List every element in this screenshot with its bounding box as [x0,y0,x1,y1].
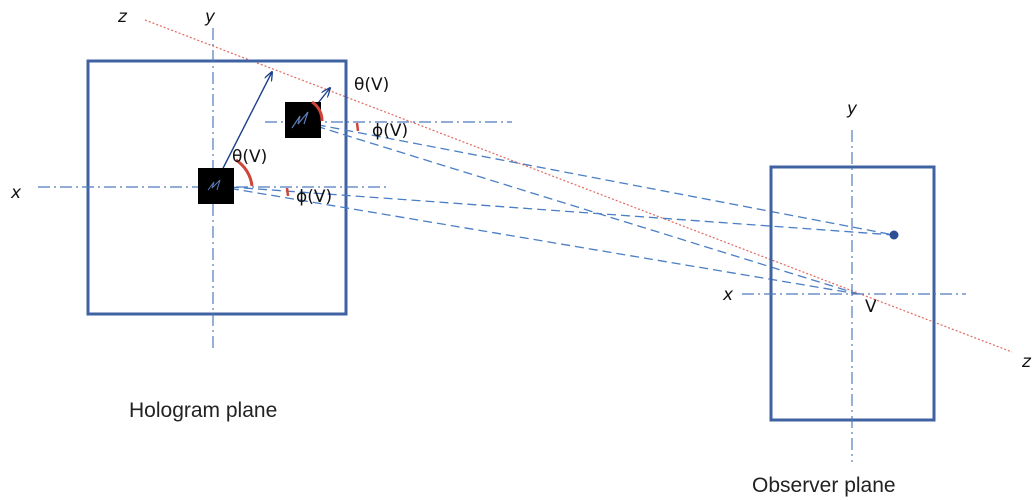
observer-x-axis-label: x [722,285,734,305]
viewpoint-v-label: V [865,297,877,317]
ray-main-pixel-to-point [215,185,895,236]
offset-pixel [285,102,321,138]
observer-plane: y x V z Observer plane [722,99,1032,497]
hologram-plane-caption: Hologram plane [129,399,277,422]
observer-plane-caption: Observer plane [752,474,896,497]
main-direction-vector [214,72,272,185]
phi-arc-offset [355,122,360,132]
theta-arc-offset [311,100,324,122]
target-point [889,230,899,240]
ray-offset-pixel-to-v [302,121,859,295]
z-axis-line [144,19,1013,353]
main-pixel [198,168,234,204]
theta-arc-main [235,158,254,187]
observer-y-axis-label: y [846,99,858,119]
hologram-z-axis-label: z [117,7,128,27]
observer-z-axis-label: z [1021,352,1032,372]
phi-label-offset: ϕ(V) [372,121,408,141]
hologram-plane: z y x θ(V) ϕ(V) θ(V) ϕ(V) Hologram plane [10,7,895,422]
hologram-x-axis-label: x [10,183,22,203]
ray-main-pixel-to-v [215,185,859,295]
hologram-y-axis-label: y [204,7,216,27]
theta-label-main: θ(V) [232,147,267,167]
phi-label-main: ϕ(V) [296,187,332,207]
phi-arc-main [285,187,290,197]
theta-label-offset: θ(V) [354,75,389,95]
ray-offset-pixel-to-point [302,121,895,236]
